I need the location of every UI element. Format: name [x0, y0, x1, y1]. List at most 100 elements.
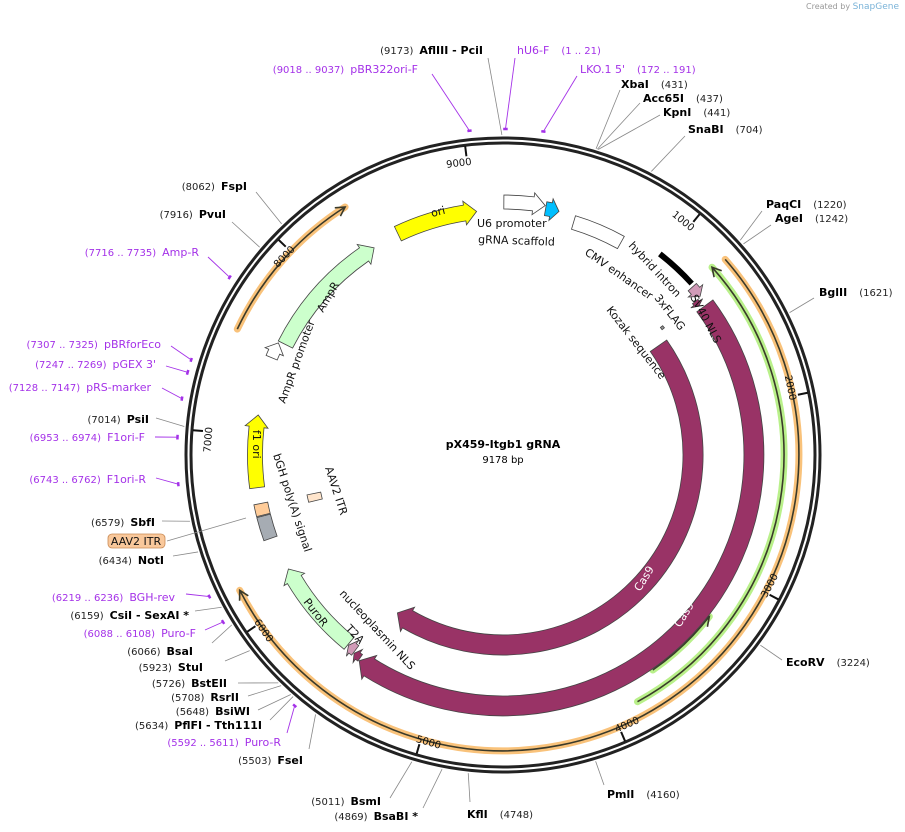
feature-bgh-poly-a-signal[interactable] — [256, 513, 278, 542]
site-psiI[interactable]: (7014)PsiI — [87, 413, 149, 426]
feature-hybrid-intron[interactable] — [658, 251, 694, 286]
highlight-arrowhead — [710, 265, 722, 278]
site-ageI[interactable]: AgeI(1242) — [775, 212, 848, 225]
svg-text:(7916)PvuI: (7916)PvuI — [160, 208, 226, 221]
svg-text:(7128 .. 7147)pRS-marker: (7128 .. 7147)pRS-marker — [9, 381, 152, 394]
feature-aav2-itr[interactable] — [253, 501, 271, 518]
site-kflI[interactable]: KflI(4748) — [467, 808, 533, 821]
site-acc65I[interactable]: Acc65I(437) — [643, 92, 723, 105]
site-kpnI[interactable]: KpnI(441) — [663, 106, 730, 119]
svg-text:(5634)PflFI - Tth111I: (5634)PflFI - Tth111I — [135, 719, 262, 732]
primer-pbrforeco[interactable]: (7307 .. 7325)pBRforEco — [27, 338, 162, 351]
primer-lko1-5[interactable]: LKO.1 5'(172 .. 191) — [580, 63, 696, 76]
feature-ampr-promoter[interactable] — [264, 342, 285, 361]
site-csiI-sexAI[interactable]: (6159)CsiI - SexAI * — [70, 609, 189, 622]
feature-cas9[interactable] — [396, 339, 704, 656]
site-leader-line — [389, 761, 413, 799]
site-leader-line — [422, 768, 443, 809]
feature-f1-ori[interactable] — [244, 414, 269, 490]
highlight-arc-line — [637, 266, 785, 703]
site-fseI[interactable]: (5503)FseI — [238, 754, 303, 767]
primer-pgex-3[interactable]: (7247 .. 7269)pGEX 3' — [35, 358, 156, 371]
feature-nucleoplasmin-nls[interactable] — [352, 648, 364, 664]
feature-puror[interactable] — [283, 568, 355, 650]
site-pvuI[interactable]: (7916)PvuI — [160, 208, 226, 221]
feature-kozak-sequence[interactable] — [659, 325, 665, 331]
aav2-itr-callout[interactable]: AAV2 ITR — [107, 517, 247, 549]
primer-leader-line — [170, 345, 192, 361]
site-bsaBI[interactable]: (4869)BsaBI * — [334, 810, 418, 823]
primer-bgh-rev[interactable]: (6219 .. 6236)BGH-rev — [52, 591, 176, 604]
feature-cas9[interactable] — [358, 299, 765, 717]
svg-text:KflI(4748): KflI(4748) — [467, 808, 533, 821]
primer-binding-mark — [189, 357, 193, 363]
site-stuI[interactable]: (5923)StuI — [139, 661, 203, 674]
site-bsmI[interactable]: (5011)BsmI — [311, 795, 381, 808]
svg-text:BglII(1621): BglII(1621) — [819, 286, 893, 299]
primer-f1ori-f[interactable]: (6953 .. 6974)F1ori-F — [30, 431, 145, 444]
feature-cmv-enhancer[interactable] — [571, 215, 625, 250]
primer-binding-mark — [207, 594, 212, 599]
primer-f1ori-r[interactable]: (6743 .. 6762)F1ori-R — [29, 473, 146, 486]
site-ecoRV[interactable]: EcoRV(3224) — [786, 656, 870, 669]
plasmid-name: pX459-Itgb1 gRNA — [446, 438, 561, 451]
feature-label-kozak-sequence: Kozak sequence — [604, 304, 669, 382]
site-paqCI[interactable]: PaqCI(1220) — [766, 198, 847, 211]
site-aflIII-pciI[interactable]: (9173)AflIII - PciI — [380, 44, 483, 57]
tick-mark — [415, 743, 421, 755]
feature-label-bgh-polya: bGH poly(A) signal — [270, 452, 314, 554]
primer-amp-r[interactable]: (7716 .. 7735)Amp-R — [85, 246, 200, 259]
feature-3xflag[interactable] — [687, 282, 704, 298]
site-sbfI[interactable]: (6579)SbfI — [91, 516, 155, 529]
site-notI[interactable]: (6434)NotI — [99, 554, 164, 567]
site-rsrII[interactable]: (5708)RsrII — [171, 691, 239, 704]
primer-leader-line — [286, 705, 296, 734]
tick-label: 9000 — [446, 157, 473, 171]
feature-t2a[interactable] — [346, 640, 360, 657]
backbone-outer-strand — [184, 136, 822, 774]
site-leader-line — [231, 221, 260, 248]
primer-hu6-f[interactable]: hU6-F(1 .. 21) — [517, 44, 601, 57]
feature-grna-scaffold[interactable] — [543, 197, 560, 222]
site-leader-line — [308, 714, 316, 750]
svg-text:(9173)AflIII - PciI: (9173)AflIII - PciI — [380, 44, 483, 57]
primer-pbr322ori-f[interactable]: (9018 .. 9037)pBR322ori-F — [273, 63, 418, 76]
feature-sv40-nls[interactable] — [690, 298, 703, 309]
site-bsiWI[interactable]: (5648)BsiWI — [176, 705, 250, 718]
svg-text:(5708)RsrII: (5708)RsrII — [171, 691, 239, 704]
site-snaBI[interactable]: SnaBI(704) — [688, 123, 763, 136]
feature-ori[interactable] — [393, 200, 478, 242]
primer-leader-line — [204, 621, 224, 631]
tick-label: 3000 — [759, 572, 781, 600]
primer-leader-line — [543, 75, 578, 132]
site-bsaI[interactable]: (6066)BsaI — [127, 645, 193, 658]
svg-text:(6066)BsaI: (6066)BsaI — [127, 645, 193, 658]
site-pflFI-tth111I[interactable]: (5634)PflFI - Tth111I — [135, 719, 262, 732]
tick-mark — [769, 593, 779, 601]
primer-puro-r[interactable]: (5592 .. 5611)Puro-R — [167, 736, 281, 749]
tick-mark — [464, 146, 468, 157]
site-leader-line — [595, 761, 605, 786]
svg-text:(5726)BstEII: (5726)BstEII — [152, 677, 227, 690]
site-pmlI[interactable]: PmlI(4160) — [607, 788, 680, 801]
backbone-ring — [184, 136, 822, 774]
svg-text:(7307 .. 7325)pBRforEco: (7307 .. 7325)pBRforEco — [27, 338, 162, 351]
primer-puro-f[interactable]: (6088 .. 6108)Puro-F — [84, 627, 196, 640]
site-leader-line — [172, 551, 199, 557]
feature-ampr[interactable] — [277, 243, 375, 349]
svg-text:(6159)CsiI - SexAI *: (6159)CsiI - SexAI * — [70, 609, 189, 622]
svg-text:(6953 .. 6974)F1ori-F: (6953 .. 6974)F1ori-F — [30, 431, 145, 444]
tick-label: 6000 — [251, 617, 275, 644]
feature-u6-promoter[interactable] — [503, 191, 546, 216]
site-bglII[interactable]: BglII(1621) — [819, 286, 893, 299]
site-xbaI[interactable]: XbaI(431) — [621, 78, 688, 91]
feature-aav2-itr[interactable] — [306, 491, 323, 503]
svg-text:KpnI(441): KpnI(441) — [663, 106, 730, 119]
tick-label: 1000 — [669, 209, 696, 234]
primer-prs-marker[interactable]: (7128 .. 7147)pRS-marker — [9, 381, 152, 394]
site-bstEII[interactable]: (5726)BstEII — [152, 677, 227, 690]
site-fspI[interactable]: (8062)FspI — [182, 180, 247, 193]
feature-label-f1-ori: f1 ori — [250, 430, 263, 459]
svg-text:XbaI(431): XbaI(431) — [621, 78, 688, 91]
